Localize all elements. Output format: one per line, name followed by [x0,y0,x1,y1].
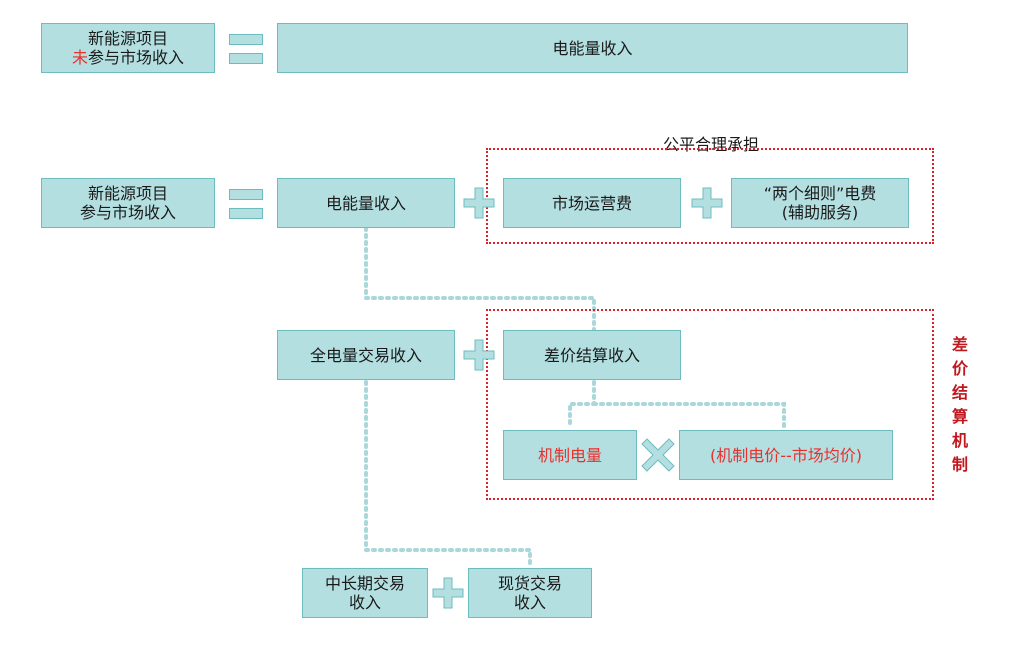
box-not-participating: 新能源项目 未参与市场收入 [41,23,215,73]
box-rules-fee-line1: “两个细则”电费 [763,184,877,203]
box-mechanism-energy: 机制电量 [503,430,637,480]
box-mechanism-price-label: (机制电价--市场均价) [709,445,863,465]
equals-icon [229,34,263,64]
box-full-trade-income-label: 全电量交易收入 [309,345,422,365]
box-participating-line2: 参与市场收入 [79,203,176,222]
box-not-participating-line2: 参与市场收入 [88,48,185,67]
box-long-term-income-line1: 中长期交易 [324,574,405,593]
connector-diff-branch [568,380,596,430]
highlight-not: 未 [71,48,88,67]
box-spot-income-line1: 现货交易 [497,574,562,593]
box-energy-income-row1: 电能量收入 [277,23,908,73]
box-market-fee: 市场运营费 [503,178,681,228]
box-energy-income-label: 电能量收入 [325,193,406,213]
box-rules-fee: “两个细则”电费 (辅助服务) [731,178,909,228]
connector-branch-row5 [364,548,532,568]
box-energy-income: 电能量收入 [277,178,455,228]
plus-icon [463,339,495,371]
mechanism-frame [486,309,934,500]
plus-icon [432,577,464,609]
fair-share-frame [486,148,934,244]
box-participating: 新能源项目 参与市场收入 [41,178,215,228]
box-long-term-income: 中长期交易 收入 [302,568,428,618]
box-energy-income-row1-label: 电能量收入 [552,38,633,58]
connector-diff-branch-right [592,402,786,430]
box-long-term-income-line2: 收入 [348,593,381,612]
box-market-fee-label: 市场运营费 [551,193,632,213]
box-participating-line1: 新能源项目 [87,184,168,203]
connector-branch-row3 [364,296,596,332]
equals-icon [229,189,263,219]
plus-icon [691,187,723,219]
mechanism-label: 差价结算机制 [951,335,968,474]
plus-icon [463,187,495,219]
box-mechanism-price: (机制电价--市场均价) [679,430,893,480]
box-rules-fee-line2: (辅助服务) [781,203,859,222]
box-spot-income-line2: 收入 [513,593,546,612]
box-full-trade-income: 全电量交易收入 [277,330,455,380]
box-spot-income: 现货交易 收入 [468,568,592,618]
box-mechanism-energy-label: 机制电量 [537,445,602,465]
box-not-participating-line1: 新能源项目 [87,29,168,48]
multiply-icon [641,438,675,472]
box-diff-settlement-income: 差价结算收入 [503,330,681,380]
box-diff-settlement-income-label: 差价结算收入 [543,345,640,365]
